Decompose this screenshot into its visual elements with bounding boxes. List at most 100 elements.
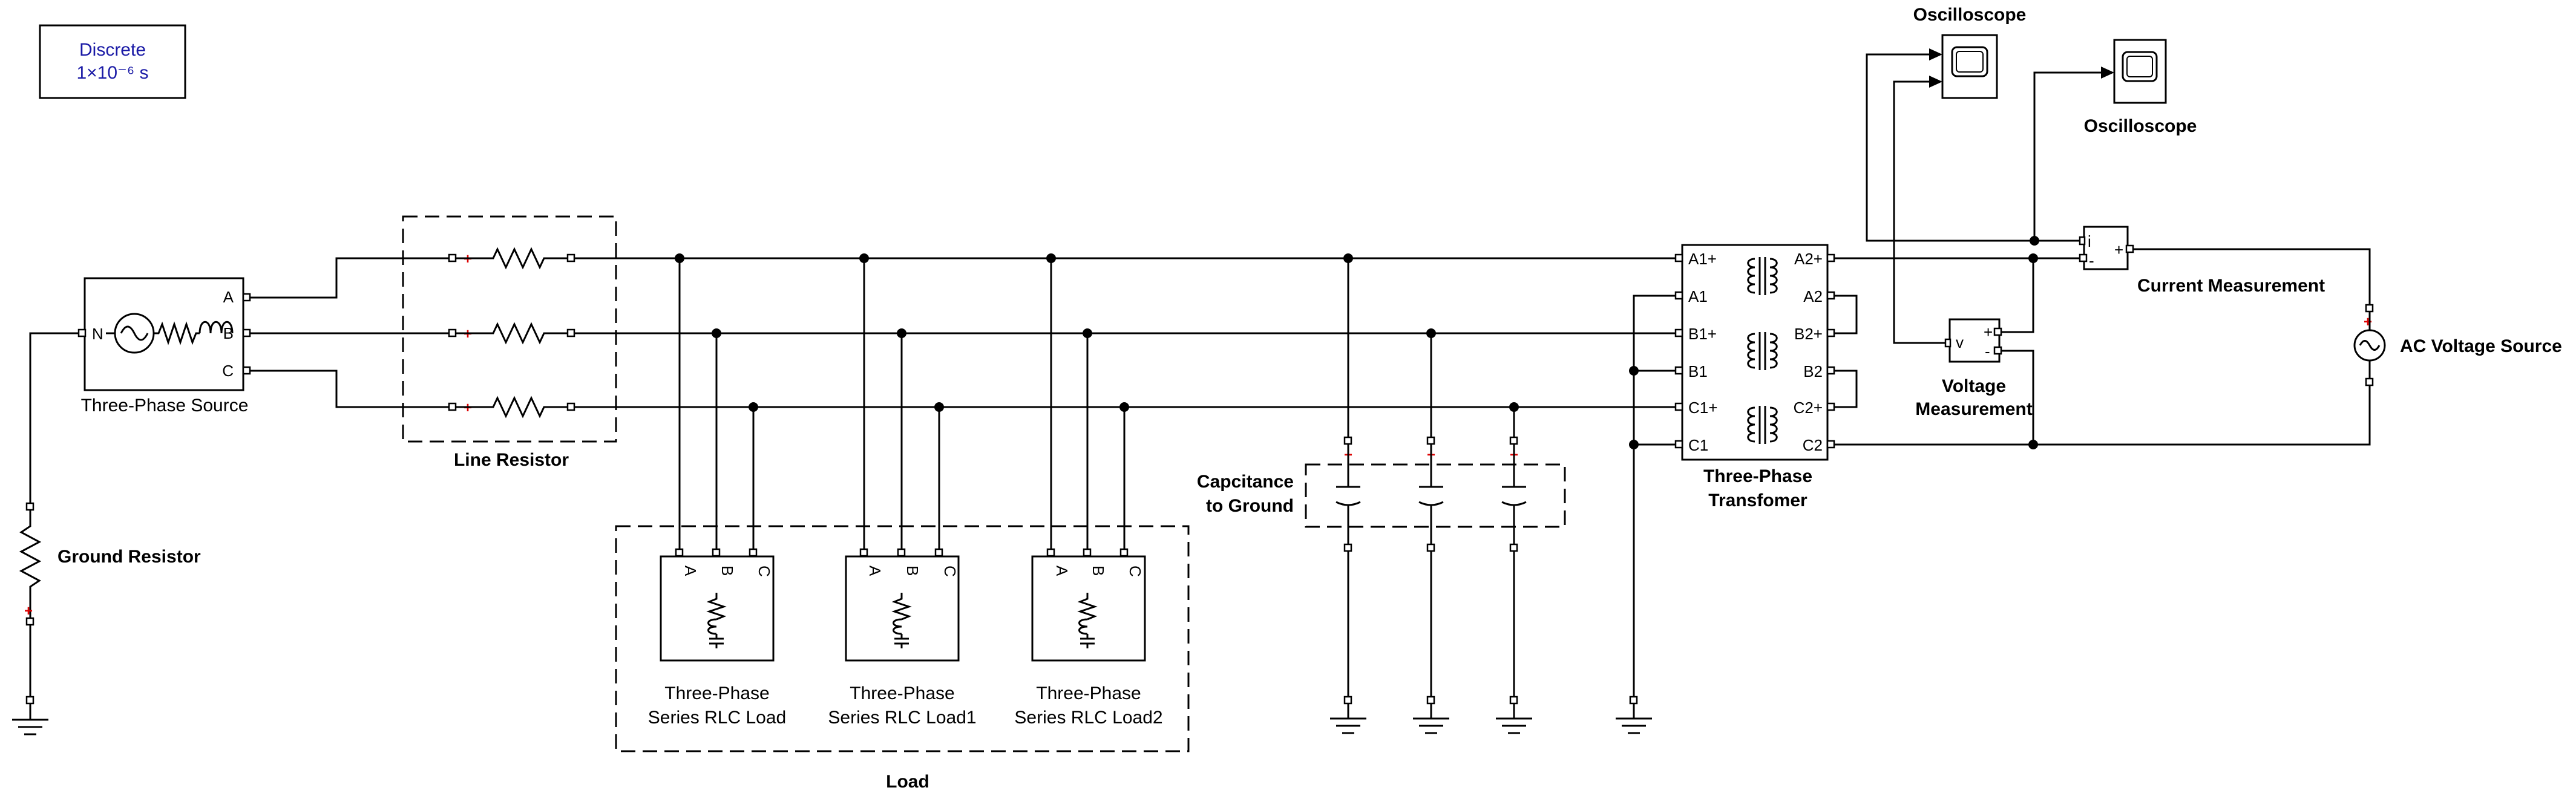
capacitance-label-line1: Capcitance (1197, 472, 1294, 492)
xfmr-port-c1: C1 (1688, 436, 1708, 454)
ground-icon (1413, 696, 1449, 734)
scope-screen-icon (2122, 51, 2158, 82)
scope-screen-icon (1951, 46, 1988, 77)
transformer-label-line2: Transfomer (1708, 491, 1807, 510)
oscilloscope-right-label: Oscilloscope (2084, 116, 2197, 136)
capacitance-group-box (1305, 463, 1566, 528)
rlc-icon (706, 593, 727, 648)
current-measurement-label: Current Measurement (2137, 276, 2325, 296)
voltage-measurement-minus: - (1985, 342, 1990, 360)
capacitor-icon (1501, 444, 1527, 544)
load-group-box (615, 525, 1190, 752)
ac-voltage-source[interactable]: + AC Voltage Source (2353, 304, 2562, 386)
transformer-label-line1: Three-Phase (1703, 466, 1812, 486)
xfmr-port-c1p: C1+ (1688, 399, 1717, 417)
voltage-measurement[interactable]: v + - Voltage Measurement (1915, 318, 2033, 419)
load-group-label: Load (886, 772, 929, 792)
voltage-measurement-symbol: v (1956, 333, 1964, 351)
load-port-a: A (681, 566, 700, 576)
powergui-sample-time: 1×10⁻⁶ s (76, 63, 148, 83)
rlc-load-2-label-line2: Series RLC Load1 (828, 708, 976, 728)
load-port-b: B (718, 566, 736, 576)
xfmr-port-a2: A2 (1803, 287, 1823, 305)
rlc-icon (1077, 593, 1098, 648)
resistor-symbol-icon (154, 321, 200, 345)
xfmr-port-b1p: B1+ (1688, 325, 1717, 343)
ground-icon (12, 696, 48, 735)
line-resistor-group[interactable]: + + + Line Resistor (402, 215, 617, 470)
load-port-c: C (941, 566, 959, 577)
xfmr-port-a1: A1 (1688, 287, 1708, 305)
line-resistor-b[interactable]: + (448, 322, 575, 345)
current-measurement[interactable]: i - + Current Measurement (2079, 226, 2325, 296)
resistor-icon (456, 247, 568, 270)
capacitor-icon (1418, 444, 1444, 544)
rlc-load-1-label-line1: Three-Phase (664, 683, 769, 703)
source-port-b: B (223, 324, 234, 342)
resistor-icon (456, 396, 568, 419)
capacitor-c[interactable]: + (1501, 436, 1527, 552)
capacitance-label-line2: to Ground (1206, 496, 1294, 516)
polarity-plus: + (2364, 314, 2372, 330)
load-port-b: B (1089, 566, 1107, 576)
three-phase-transformer[interactable]: A1+ A1 B1+ B1 C1+ C1 A2+ A2 B2+ B2 C2+ C… (1674, 244, 1835, 510)
oscilloscope-top[interactable]: Oscilloscope (1913, 5, 2027, 99)
xfmr-port-a2p: A2+ (1794, 250, 1823, 268)
rlc-icon (891, 593, 912, 648)
source-port-n: N (92, 325, 103, 343)
voltage-measurement-label-line2: Measurement (1915, 399, 2032, 419)
xfmr-port-a1p: A1+ (1688, 250, 1717, 268)
voltage-measurement-plus: + (1984, 323, 1993, 341)
capacitor-a[interactable]: + (1336, 436, 1361, 552)
line-resistor-a[interactable]: + (448, 247, 575, 270)
ground-icon (1616, 696, 1652, 734)
wires (29, 53, 2371, 700)
transformer-windings-icon (1747, 257, 1778, 444)
source-port-a: A (223, 288, 234, 306)
xfmr-port-b1: B1 (1688, 362, 1708, 380)
xfmr-port-b2p: B2+ (1794, 325, 1823, 343)
capacitor-b[interactable]: + (1418, 436, 1444, 552)
resistor-icon (19, 510, 42, 618)
load-port-c: C (1126, 566, 1144, 577)
current-measurement-symbol: i (2088, 232, 2091, 250)
load-port-a: A (866, 566, 884, 576)
ac-voltage-source-label: AC Voltage Source (2400, 336, 2562, 356)
rlc-load-2[interactable]: A B C Three-Phase Series RLC Load1 (828, 548, 977, 728)
junction-dots (675, 236, 2039, 449)
ground-icon (1496, 696, 1532, 734)
oscilloscope-top-label: Oscilloscope (1913, 5, 2027, 25)
powergui-block[interactable]: Discrete 1×10⁻⁶ s (39, 24, 186, 99)
line-resistor-c[interactable]: + (448, 396, 575, 419)
rlc-load-3[interactable]: A B C Three-Phase Series RLC Load2 (1014, 548, 1163, 728)
powergui-mode: Discrete (79, 40, 146, 60)
capacitor-icon (1336, 444, 1361, 544)
rlc-load-1-label-line2: Series RLC Load (648, 708, 786, 728)
rlc-load-3-label-line2: Series RLC Load2 (1014, 708, 1162, 728)
polarity-plus: + (24, 603, 33, 619)
signal-arrowheads (1929, 48, 2114, 88)
ground-icon (1330, 696, 1366, 734)
three-phase-source[interactable]: N A B C Three-Phase Source (77, 277, 251, 416)
source-port-c: C (222, 362, 234, 380)
voltage-measurement-label-line1: Voltage (1942, 376, 2006, 396)
resistor-icon (456, 322, 568, 345)
load-port-b: B (903, 566, 922, 576)
current-measurement-plus: + (2114, 241, 2123, 259)
xfmr-port-c2p: C2+ (1794, 399, 1823, 417)
ground-resistor[interactable]: + Ground Resistor (19, 502, 201, 626)
rlc-load-2-label-line1: Three-Phase (850, 683, 954, 703)
load-port-c: C (755, 566, 773, 577)
line-resistor-label: Line Resistor (454, 450, 569, 470)
rlc-load-3-label-line1: Three-Phase (1036, 683, 1141, 703)
xfmr-port-b2: B2 (1803, 362, 1823, 380)
source-label: Three-Phase Source (81, 396, 249, 416)
load-port-a: A (1053, 566, 1071, 576)
ground-resistor-label: Ground Resistor (57, 547, 201, 567)
rlc-load-1[interactable]: A B C Three-Phase Series RLC Load (648, 548, 786, 728)
inductor-symbol-icon (198, 321, 234, 334)
xfmr-port-c2: C2 (1803, 436, 1823, 454)
oscilloscope-right[interactable]: Oscilloscope (2084, 39, 2197, 136)
current-measurement-minus: - (2089, 252, 2094, 270)
